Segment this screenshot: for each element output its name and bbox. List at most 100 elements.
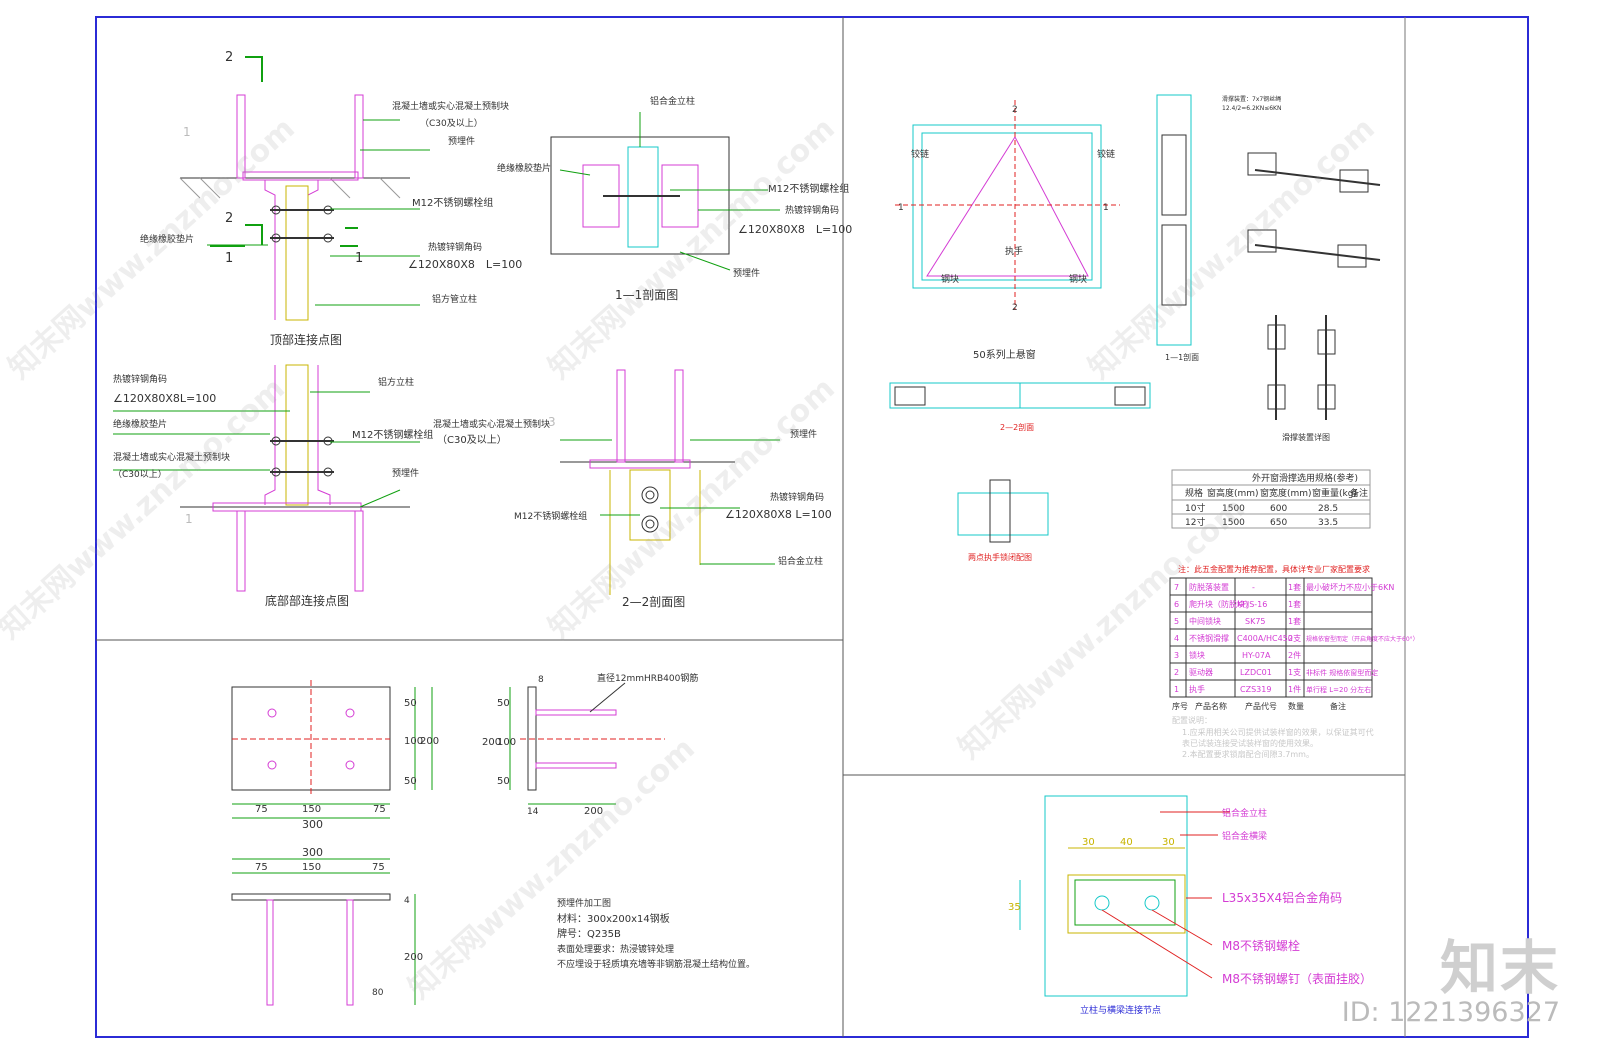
weight-h-width: 窗宽度(mm) <box>1260 487 1312 499</box>
embed-note-grade: 牌号：Q235B <box>557 927 621 940</box>
watermark-4: 知末网www.znzmo.com <box>0 371 292 646</box>
hw-h-code: 产品代号 <box>1245 701 1277 711</box>
cb-title: 立柱与横梁连接节点 <box>1080 1004 1161 1016</box>
hw-r1-note: 单行程 L=20 分左右 <box>1306 685 1371 694</box>
top-label-c30: （C30及以上） <box>420 118 483 129</box>
hw-r4-qty: 2支 <box>1288 633 1301 643</box>
weight-table-title: 外开窗滑撑选用规格(参考) <box>1252 472 1358 484</box>
hw-r3-code: HY-07A <box>1242 651 1271 660</box>
window-note-1: 滑撑装置：7x7钢丝绳 <box>1222 95 1281 103</box>
brand-badge: 知末 ID: 1221396327 <box>1342 938 1560 1028</box>
weight-r2-width: 650 <box>1270 518 1287 528</box>
hw-r7-code: - <box>1252 583 1255 592</box>
bottom-section-mark: 1 <box>185 512 193 526</box>
hw-r5-code: SK75 <box>1245 617 1266 626</box>
hw-r6-no: 6 <box>1174 600 1179 609</box>
hw-note-1: 1.应采用相关公司提供试装样窗的效果，以保证其可代 <box>1182 727 1374 737</box>
plate-dim-75a: 75 <box>255 804 268 815</box>
window-hinge-left: 铰链 <box>911 148 929 160</box>
watermark-2: 知末网www.znzmo.com <box>542 111 842 386</box>
s22-label-embed: 预埋件 <box>790 428 817 440</box>
section-mark-1c: 1 <box>183 125 191 139</box>
section22-title: 2—2剖面图 <box>622 595 685 609</box>
bottom-label-bolt: M12不锈钢螺栓组 <box>352 428 433 441</box>
top-label-angle: 热镀锌钢角码 <box>428 241 482 253</box>
window-handle: 执手 <box>1005 245 1023 257</box>
column-beam-joint: 铝合金立柱 铝合金横梁 L35x35X4铝合金角码 M8不锈钢螺栓 M8不锈钢螺… <box>1008 795 1372 1016</box>
s11-label-column: 铝合金立柱 <box>650 95 695 107</box>
hw-r7-no: 7 <box>1174 583 1179 592</box>
hw-r4-code: C400A/HC450 <box>1237 634 1293 643</box>
embed-note-warning: 不应埋设于轻质填充墙等非钢筋混凝土结构位置。 <box>557 958 755 970</box>
embed-plate-drawings: 75 150 75 300 50 100 50 200 8 200 100 50… <box>231 672 755 1006</box>
weight-h-note: 备注 <box>1350 487 1368 499</box>
s22-label-wall: 混凝土墙或实心混凝土预制块 <box>433 418 550 430</box>
window-section-22: 2—2剖面 <box>1000 422 1034 432</box>
weight-h-spec: 规格 <box>1185 487 1203 499</box>
weight-r1-spec: 10寸 <box>1185 502 1205 514</box>
s22-label-c30: （C30及以上） <box>437 434 507 446</box>
window-stay-title: 滑撑装置详图 <box>1282 432 1330 442</box>
bottom-dim-300: 300 <box>302 846 323 859</box>
section-mark-2b: 2 <box>225 211 233 226</box>
bottom-label-column: 铝方立柱 <box>378 376 414 388</box>
weight-r2-weight: 33.5 <box>1318 518 1338 528</box>
weight-r2-height: 1500 <box>1222 518 1245 528</box>
hw-note-2: 表已试装连接受试装样窗的使用效果。 <box>1182 738 1318 748</box>
hw-r6-qty: 1套 <box>1288 599 1301 609</box>
window-block-left: 钢块 <box>941 273 959 285</box>
bottom-label-gasket: 绝缘橡胶垫片 <box>113 418 167 430</box>
plate-dim-200: 200 <box>420 736 439 747</box>
window-elevation: 铰链 铰链 执手 钢块 钢块 1 1 2 2 50系列上悬窗 1—1剖面 2—2… <box>889 94 1381 562</box>
hw-r6-code: KFJS-16 <box>1237 600 1267 609</box>
hw-r7-note: 最小破坏力不应小于6KN <box>1306 582 1394 592</box>
bottom-dim-4: 4 <box>404 896 410 906</box>
s22-label-column: 铝合金立柱 <box>778 555 823 567</box>
hw-r6-name: 爬升块（防脱块） <box>1189 599 1253 609</box>
watermark-3: 知末网www.znzmo.com <box>1082 111 1382 386</box>
section11-title: 1—1剖面图 <box>615 288 678 302</box>
s11-label-embed: 预埋件 <box>733 267 760 279</box>
brand-logo: 知末 <box>1439 934 1560 1002</box>
window-mark-1a: 1 <box>898 203 904 213</box>
hw-note-0: 配置说明： <box>1172 715 1212 725</box>
cb-label-column: 铝合金立柱 <box>1222 807 1267 819</box>
hw-r1-name: 执手 <box>1189 684 1205 694</box>
bottom-joint-detail: 热镀锌钢角码 ∠120X80X8L=100 绝缘橡胶垫片 混凝土墙或实心混凝土预… <box>113 364 433 608</box>
side-dim-100: 100 <box>497 737 516 748</box>
hw-note-3: 2.本配置要求锁扇配合间隙3.7mm。 <box>1182 749 1314 759</box>
top-label-angle-size: ∠120X80X8 L=100 <box>408 258 522 271</box>
weight-h-weight: 窗重量(kg) <box>1312 487 1357 499</box>
hw-r4-name: 不锈钢滑撑 <box>1189 633 1229 643</box>
s22-label-angle-size: ∠120X80X8 L=100 <box>725 508 832 521</box>
top-joint-title: 顶部连接点图 <box>270 332 342 347</box>
hw-r3-no: 3 <box>1174 651 1179 660</box>
top-label-gasket: 绝缘橡胶垫片 <box>140 233 194 245</box>
s22-section-mark: 3 <box>548 415 556 429</box>
section-mark-2a: 2 <box>225 50 233 65</box>
hw-r2-no: 2 <box>1174 668 1179 677</box>
hw-r3-qty: 2件 <box>1288 650 1301 660</box>
hw-h-qty: 数量 <box>1288 701 1304 711</box>
hw-h-name: 产品名称 <box>1195 701 1227 711</box>
top-label-column: 铝方管立柱 <box>432 293 477 305</box>
bottom-label-c30: （C30以上） <box>113 469 167 480</box>
watermark-1: 知末网www.znzmo.com <box>2 111 302 386</box>
hw-r5-no: 5 <box>1174 617 1179 626</box>
bottom-label-angle: 热镀锌钢角码 <box>113 373 167 385</box>
embed-note-material: 材料：300x200x14钢板 <box>557 912 670 925</box>
window-block-right: 钢块 <box>1069 273 1087 285</box>
cb-label-bolt: M8不锈钢螺栓 <box>1222 938 1300 953</box>
hardware-note: 注：此五金配置为推荐配置，具体详专业厂家配置要求 <box>1178 564 1370 574</box>
section-mark-1b: 1 <box>355 251 363 266</box>
cb-dim-30b: 30 <box>1162 837 1175 848</box>
hw-r1-no: 1 <box>1174 685 1179 694</box>
side-dim-200b: 200 <box>584 806 603 817</box>
embed-note-surface: 表面处理要求：热浸镀锌处理 <box>557 943 674 955</box>
s11-label-angle: 热镀锌钢角码 <box>785 204 839 216</box>
side-dim-200: 200 <box>482 737 501 748</box>
window-mark-2a: 2 <box>1012 105 1018 115</box>
hw-r5-name: 中间锁块 <box>1189 616 1221 626</box>
weight-r1-height: 1500 <box>1222 504 1245 514</box>
s22-label-bolt: M12不锈钢螺栓组 <box>514 510 587 522</box>
